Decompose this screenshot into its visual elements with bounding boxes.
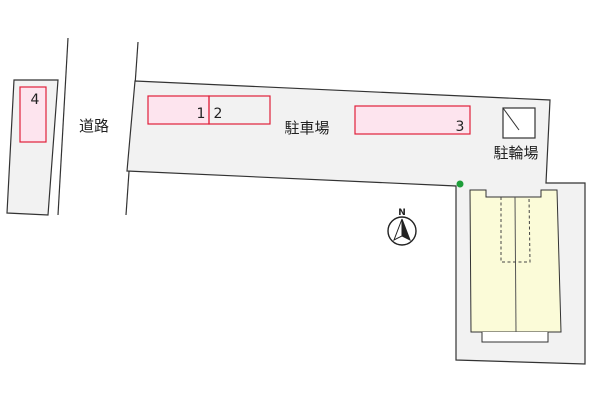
road-label: 道路: [79, 117, 109, 135]
road-edge-left: [57, 37, 69, 216]
left-lot: 4: [6, 79, 59, 216]
building-unit-divider: [514, 196, 517, 333]
north-arrow-icon: N: [387, 208, 417, 246]
parking-space-2-number: 2: [214, 106, 223, 122]
building: [469, 189, 562, 343]
bicycle-shelter-icon: [502, 107, 536, 139]
road: 道路: [57, 37, 139, 216]
parking-space-4-number: 4: [31, 92, 40, 108]
parking-space-1-number: 1: [197, 106, 206, 122]
bicycle-parking-label: 駐輪場: [493, 144, 538, 162]
parking-space-4: [19, 86, 47, 143]
parking-space-3: [354, 105, 471, 135]
north-label: N: [398, 208, 406, 218]
parking-space-2: [208, 95, 271, 125]
parking-label: 駐車場: [284, 119, 329, 137]
parking-space-3-number: 3: [456, 119, 465, 135]
building-step: [481, 332, 549, 343]
entrance-dot-icon: [456, 180, 464, 188]
building-dashed-outline: [500, 196, 531, 263]
